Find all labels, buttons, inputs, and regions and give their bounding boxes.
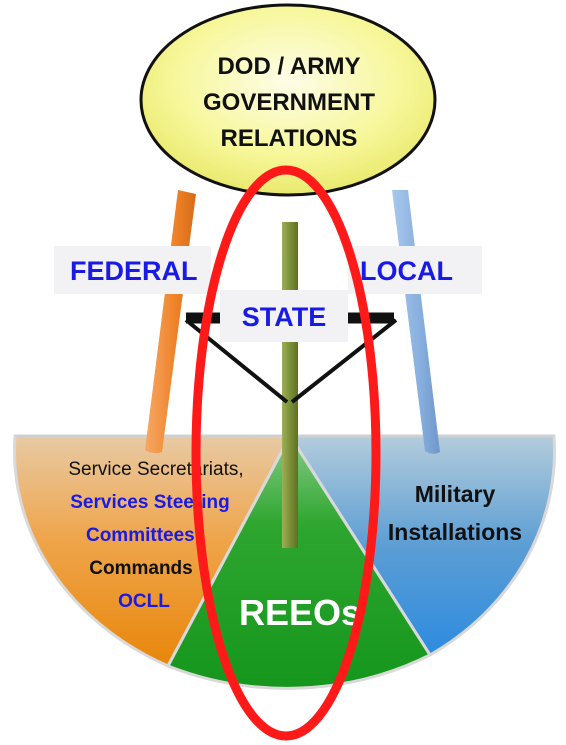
left-segment-line-5: OCLL bbox=[118, 591, 170, 612]
left-segment-line-1: Service Secretariats, bbox=[68, 459, 243, 480]
right-segment-line-2: Installations bbox=[388, 519, 522, 545]
center-segment bbox=[165, 433, 433, 690]
state-leg bbox=[282, 222, 298, 548]
local-leg bbox=[392, 190, 440, 454]
right-segment-line-1: Military bbox=[415, 481, 496, 507]
local-label: LOCAL bbox=[360, 256, 453, 286]
stool-seat bbox=[139, 3, 437, 197]
left-segment-line-3: Committees, bbox=[86, 525, 200, 546]
seat-line-3: RELATIONS bbox=[221, 125, 358, 152]
local-label-box bbox=[348, 246, 482, 294]
state-label-box bbox=[220, 290, 348, 342]
federal-label: FEDERAL bbox=[70, 256, 198, 286]
left-segment bbox=[12, 434, 293, 668]
federal-label-box bbox=[54, 246, 211, 294]
base-semicircle bbox=[12, 433, 557, 690]
state-label: STATE bbox=[242, 302, 327, 332]
seat-line-1: DOD / ARMY bbox=[217, 53, 360, 80]
left-segment-line-2: Services Steering bbox=[70, 492, 229, 513]
highlight-ellipse bbox=[191, 165, 381, 741]
right-segment bbox=[287, 434, 557, 658]
left-segment-line-4: Commands bbox=[89, 558, 192, 579]
seat-line-2: GOVERNMENT bbox=[203, 89, 375, 116]
center-segment-label: REEOs bbox=[239, 592, 361, 633]
